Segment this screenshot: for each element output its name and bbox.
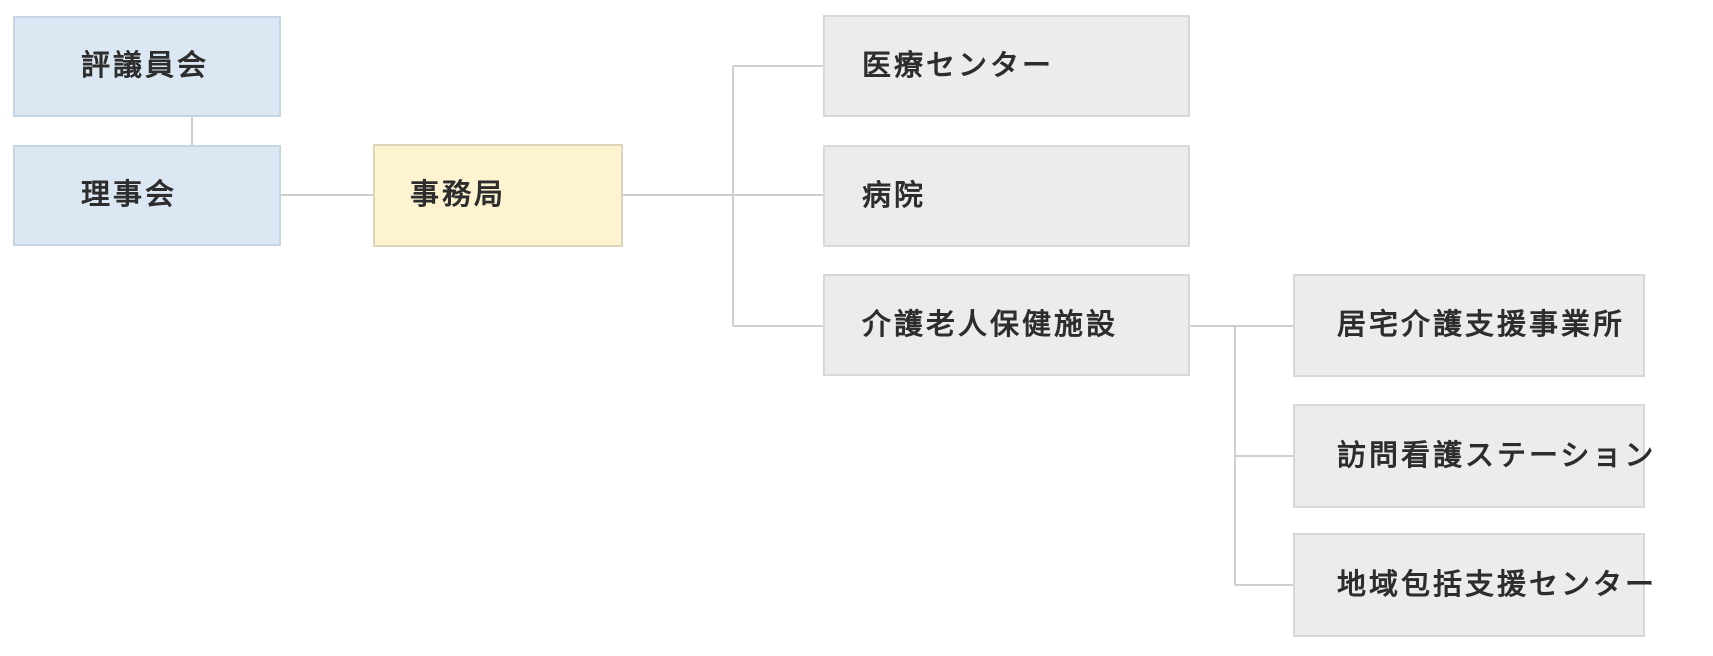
org-node-label-geriatric-health-facility: 介護老人保健施設: [862, 308, 1119, 341]
org-node-hospital: 病院: [823, 145, 1190, 247]
connector-branch-to-medical-center: [733, 65, 823, 67]
org-node-label-secretariat: 事務局: [410, 179, 507, 211]
org-node-label-visiting-nursing-station: 訪問看護ステーション: [1337, 439, 1657, 472]
connector-main-branch-vertical: [732, 66, 734, 326]
connector-secretariat-to-branch: [623, 194, 823, 196]
org-node-label-medical-center: 医療センター: [862, 49, 1055, 82]
org-node-label-hospital: 病院: [862, 179, 927, 212]
org-node-geriatric-health-facility: 介護老人保健施設: [823, 274, 1190, 376]
org-node-label-councilors-board: 評議員会: [81, 50, 210, 82]
org-node-directors-board: 理事会: [13, 145, 281, 246]
connector-directors-to-secretariat: [281, 194, 373, 196]
org-node-label-directors-board: 理事会: [81, 179, 178, 211]
org-node-home-care-support-office: 居宅介護支援事業所: [1293, 274, 1645, 377]
connector-geriatric-to-sub-branch: [1190, 325, 1293, 327]
org-node-medical-center: 医療センター: [823, 15, 1190, 117]
org-node-visiting-nursing-station: 訪問看護ステーション: [1293, 404, 1653, 508]
connector-councilors-to-directors: [191, 117, 193, 145]
org-node-label-community-support-center: 地域包括支援センター: [1337, 568, 1658, 601]
org-node-community-support-center: 地域包括支援センター: [1293, 533, 1654, 637]
connector-branch-to-geriatric-facility: [733, 325, 823, 327]
org-node-label-home-care-support-office: 居宅介護支援事業所: [1337, 309, 1626, 341]
connector-sub-branch-to-community-center: [1235, 584, 1293, 586]
org-node-councilors-board: 評議員会: [13, 16, 281, 117]
connector-sub-branch-to-nursing-station: [1235, 455, 1293, 457]
org-node-secretariat: 事務局: [373, 144, 623, 247]
